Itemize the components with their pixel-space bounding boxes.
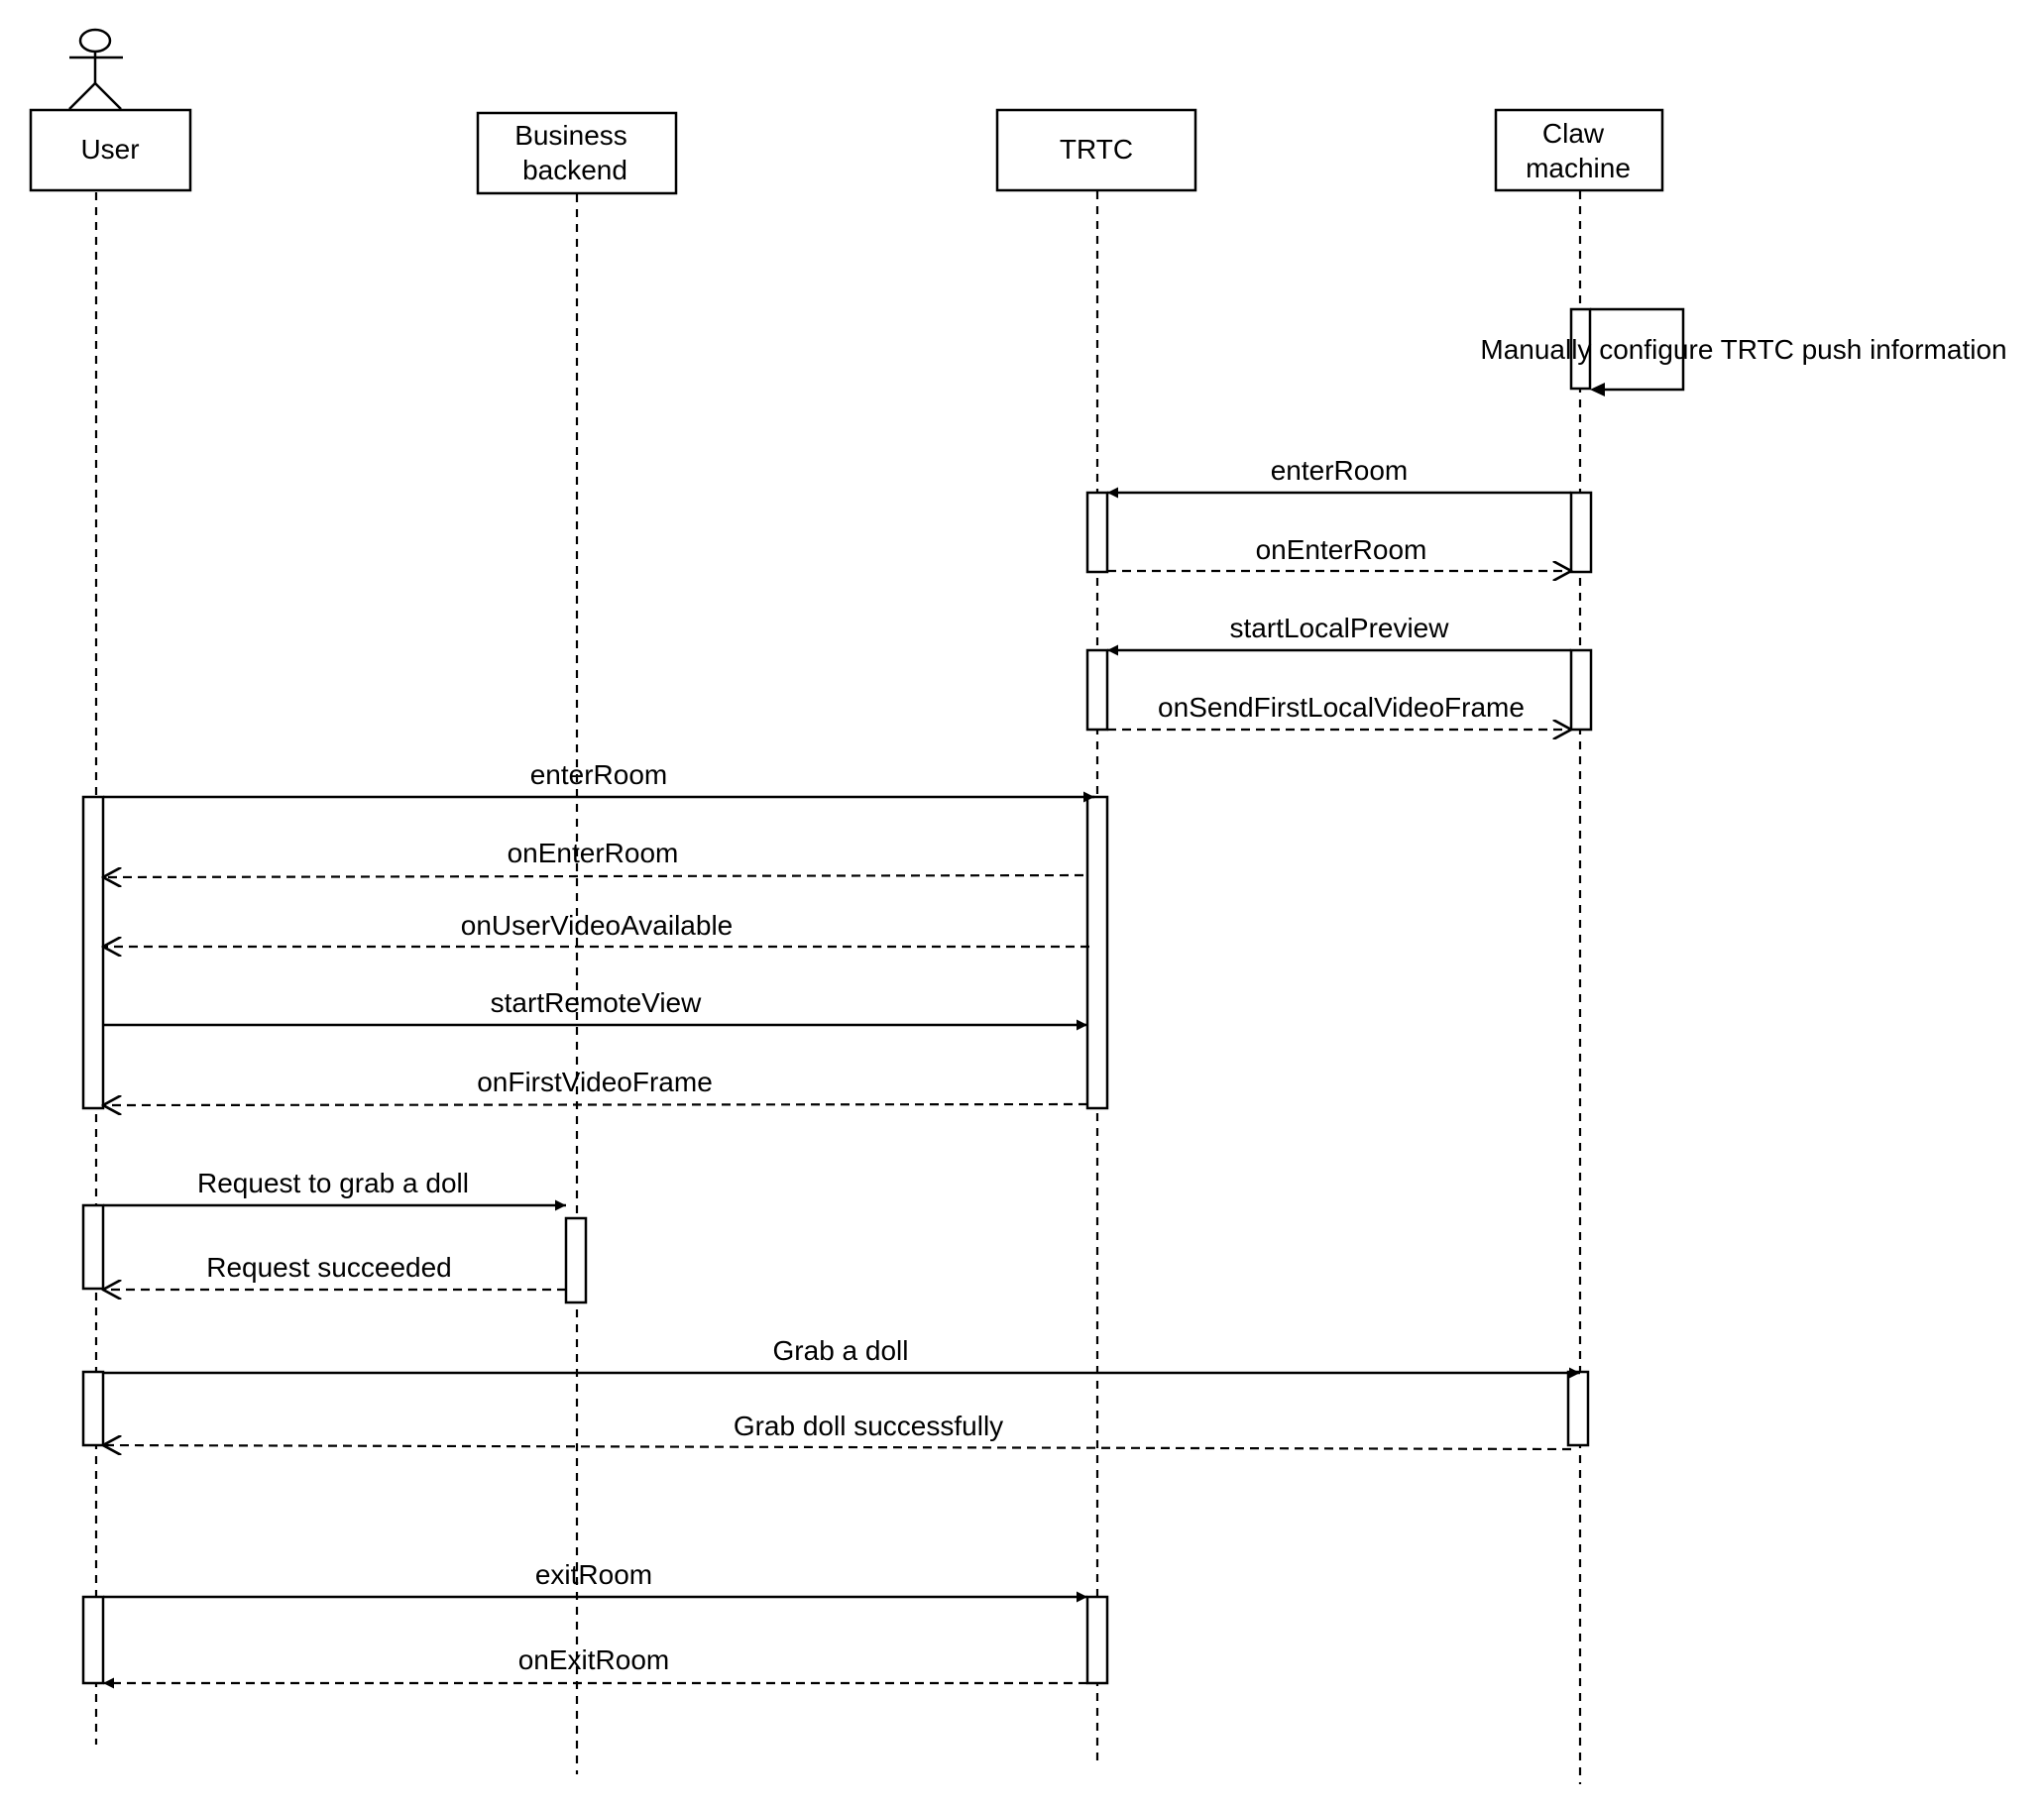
activation-trtc-2 [1085,648,1109,732]
participant-user: User [29,108,192,192]
message-label: enterRoom [530,759,668,790]
message-label: startLocalPreview [1230,613,1450,643]
participant-trtc: TRTC [995,108,1197,192]
message-label: Grab doll successfully [734,1411,1003,1441]
message-request-to-grab-a-doll: Request to grab a doll [103,1168,566,1211]
self-message-label: Manually configure TRTC push information [1480,334,2006,365]
activation-user-1 [81,795,105,1110]
message-user-enterroom: enterRoom [103,759,1094,803]
message-onsendfirstlocalvideoframe: onSendFirstLocalVideoFrame [1107,692,1571,730]
user-actor-icon [68,28,123,110]
activation-trtc-4 [1085,1595,1109,1685]
message-onfirstvideoframe: onFirstVideoFrame [103,1067,1088,1105]
activation-backend-1 [564,1216,588,1304]
participant-label: TRTC [1060,134,1133,165]
participant-label-line-2: backend [522,155,627,185]
activation-user-3 [81,1370,105,1447]
message-label: onUserVideoAvailable [461,910,734,941]
activation-bars [81,491,1593,1685]
message-onenterroom-to-user: onEnterRoom [103,838,1084,877]
message-startremoteview: startRemoteView [103,987,1087,1031]
message-label: startRemoteView [491,987,702,1018]
participant-label: User [80,134,139,165]
activation-claw-3 [1566,1370,1590,1447]
message-label: onEnterRoom [508,838,679,868]
message-claw-enterroom: enterRoom [1107,455,1571,499]
activation-claw-1 [1569,491,1593,574]
message-onuservideoavailable: onUserVideoAvailable [103,910,1089,947]
activation-trtc-3 [1085,795,1109,1110]
message-label: onFirstVideoFrame [477,1067,713,1097]
message-grab-a-doll: Grab a doll [103,1335,1580,1379]
message-label: onExitRoom [518,1644,670,1675]
message-label: Grab a doll [773,1335,909,1366]
message-onenterroom-to-claw: onEnterRoom [1107,534,1571,571]
participant-claw-machine: Claw machine [1494,108,1664,192]
message-label: onEnterRoom [1256,534,1427,565]
self-message-configure: Manually configure TRTC push information [1480,307,2007,396]
participant-label-line-1: Business [514,120,627,151]
message-label: Request succeeded [206,1252,452,1283]
activation-trtc-1 [1085,491,1109,574]
message-label: enterRoom [1271,455,1409,486]
message-startlocalpreview: startLocalPreview [1107,613,1571,656]
activation-claw-2 [1569,648,1593,732]
message-label: onSendFirstLocalVideoFrame [1158,692,1525,723]
message-onexitroom: onExitRoom [103,1644,1087,1689]
participant-label-line-1: Claw [1542,118,1605,149]
message-label: Request to grab a doll [197,1168,469,1198]
participant-label-line-2: machine [1526,153,1631,183]
activation-bar [1569,307,1592,391]
activation-user-4 [81,1595,105,1685]
message-label: exitRoom [535,1559,652,1590]
participant-business-backend: Business backend [476,111,678,195]
message-exitroom: exitRoom [103,1559,1087,1603]
activation-user-2 [81,1203,105,1291]
message-grab-doll-successfully: Grab doll successfully [103,1411,1572,1449]
message-request-succeeded: Request succeeded [103,1252,566,1290]
